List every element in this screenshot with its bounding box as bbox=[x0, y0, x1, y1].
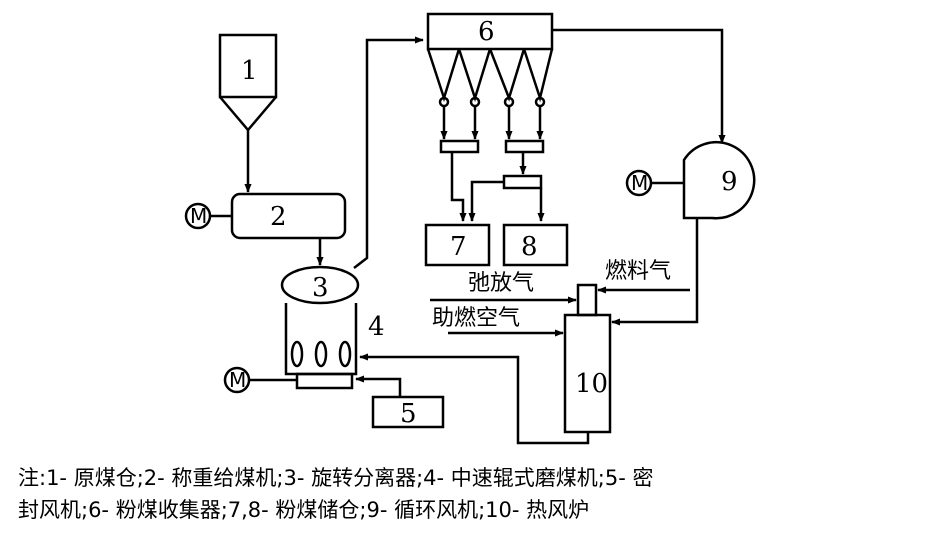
process-flow-diagram: 1 2 3 4 5 6 7 8 9 10 M M M 弛放气 燃料气 助燃空气 bbox=[184, 12, 756, 445]
label-7: 7 bbox=[450, 232, 467, 262]
circulating-fan bbox=[682, 141, 756, 220]
flow-label-purge-air: 弛放气 bbox=[468, 271, 534, 296]
coal-storage-bin-8 bbox=[502, 223, 569, 267]
pipe bbox=[353, 36, 424, 269]
label-9: 9 bbox=[721, 167, 738, 197]
label-5: 5 bbox=[400, 399, 417, 429]
motor-label: M bbox=[229, 368, 246, 392]
label-6: 6 bbox=[478, 17, 495, 47]
coal-storage-bin-7 bbox=[424, 223, 491, 267]
label-1: 1 bbox=[241, 56, 258, 86]
label-2: 2 bbox=[270, 202, 287, 232]
motor-label: M bbox=[631, 171, 648, 195]
weighing-feeder bbox=[230, 192, 347, 240]
label-4: 4 bbox=[368, 312, 385, 342]
flow-label-combustion-air: 助燃空气 bbox=[432, 306, 520, 331]
seal-fan bbox=[371, 395, 445, 429]
label-3: 3 bbox=[312, 273, 329, 303]
pipe bbox=[355, 375, 402, 397]
label-8: 8 bbox=[521, 232, 538, 262]
figure-caption: 注:1- 原煤仓;2- 称重给煤机;3- 旋转分离器;4- 中速辊式磨煤机;5-… bbox=[18, 462, 928, 526]
pipe bbox=[450, 152, 467, 222]
pipe bbox=[468, 180, 504, 222]
pipe bbox=[552, 28, 726, 144]
flow-label-fuel-gas: 燃料气 bbox=[605, 259, 671, 284]
roller-mill bbox=[284, 303, 358, 390]
caption-line-1: 注:1- 原煤仓;2- 称重给煤机;3- 旋转分离器;4- 中速辊式磨煤机;5-… bbox=[18, 466, 654, 490]
pipe bbox=[611, 218, 699, 326]
motor-label: M bbox=[190, 204, 207, 228]
caption-line-2: 封风机;6- 粉煤收集器;7,8- 粉煤储仓;9- 循环风机;10- 热风炉 bbox=[18, 498, 590, 522]
label-10: 10 bbox=[575, 369, 608, 399]
hot-air-furnace bbox=[563, 283, 612, 434]
pipe bbox=[359, 353, 590, 445]
screw-conveyor-right bbox=[504, 139, 545, 154]
pulverized-coal-collector bbox=[426, 12, 554, 108]
screw-conveyor-left bbox=[439, 139, 480, 154]
screw-conveyor-lower bbox=[502, 174, 543, 190]
rotary-separator bbox=[280, 265, 360, 305]
